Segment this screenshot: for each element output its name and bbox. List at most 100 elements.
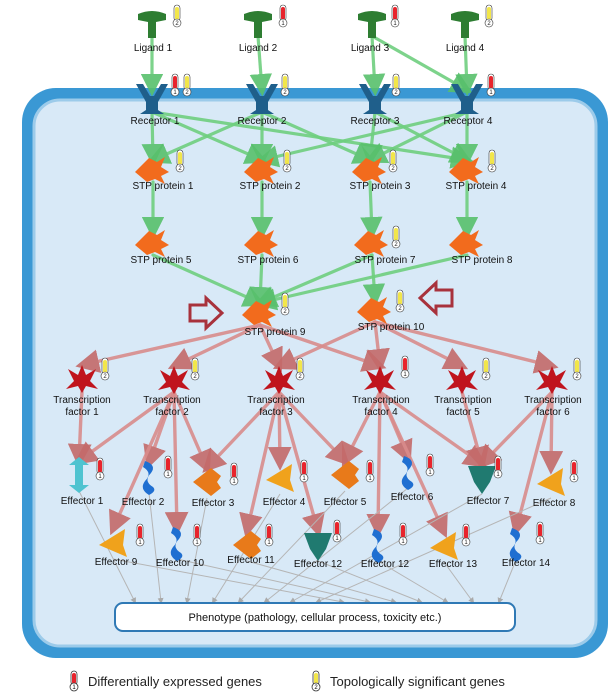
regulation-edge: [477, 390, 554, 469]
svg-text:2: 2: [185, 90, 189, 96]
effector-icon: [401, 456, 414, 490]
stp-protein-icon: [352, 157, 386, 184]
stp-row1-labels: STP protein 1 STP protein 2 STP protein …: [133, 181, 507, 192]
phenotype-edge: [184, 497, 208, 604]
stp-label: STP protein 5: [131, 255, 192, 266]
stp-protein-icon: [135, 230, 169, 257]
ligand-icon: [451, 11, 479, 38]
yellow-thermometer-icon: 2: [172, 4, 182, 28]
regulation-edge: [164, 390, 189, 536]
svg-text:2: 2: [391, 166, 395, 172]
red-thermometer-icon: 1: [332, 519, 342, 543]
receptor-label: Receptor 2: [238, 116, 287, 127]
activation-edge: [151, 253, 266, 307]
svg-text:1: 1: [464, 540, 468, 546]
svg-text:1: 1: [403, 372, 407, 378]
effector-row2-labels: Effector 9 Effector 10 Effector 11 Effec…: [95, 555, 551, 570]
svg-text:2: 2: [298, 374, 302, 380]
activation-edge: [150, 110, 474, 169]
svg-text:2: 2: [285, 166, 289, 172]
svg-text:1: 1: [267, 540, 271, 546]
svg-text:1: 1: [98, 474, 102, 480]
regulation-edge: [172, 390, 212, 475]
red-thermometer-icon: 1: [493, 455, 503, 479]
red-thermometer-icon: 1: [135, 523, 145, 547]
svg-text:2: 2: [487, 21, 491, 27]
red-thermometer-icon: 1: [486, 73, 496, 97]
red-thermometer-icon: 1: [299, 459, 309, 483]
red-thermometer-icon: 1: [390, 4, 400, 28]
stp-protein-icon: [244, 157, 278, 184]
receptor-label: Receptor 4: [444, 116, 493, 127]
regulation-edge: [272, 320, 377, 370]
red-thermometer-icon: 1: [264, 523, 274, 547]
yellow-thermometer-icon: 2: [391, 73, 401, 97]
svg-text:2: 2: [394, 90, 398, 96]
effector-icon: [430, 532, 458, 560]
effector-label: Effector 9: [95, 557, 138, 568]
yellow-thermometer-icon: 2: [295, 357, 305, 381]
stp-protein-icon: [242, 300, 276, 327]
svg-text:1: 1: [496, 472, 500, 478]
regulation-edge: [373, 320, 559, 374]
yellow-thermometer-icon: 2: [182, 73, 192, 97]
yellow-thermometer-icon: 2: [280, 292, 290, 316]
stp-protein-icon: [135, 157, 169, 184]
transcription-factor-icon: [66, 365, 98, 393]
regulation-edge: [239, 390, 281, 538]
effector-row1-labels: Effector 1 Effector 2 Effector 3 Effecto…: [61, 492, 576, 509]
legend-de-label: Differentially expressed genes: [88, 673, 262, 689]
red-regulation-edges: [67, 320, 564, 539]
activation-edge: [147, 110, 264, 164]
activation-edge: [254, 253, 374, 307]
svg-text:1: 1: [232, 479, 236, 485]
receptor-labels: Receptor 1 Receptor 2 Receptor 3 Recepto…: [131, 116, 493, 127]
activation-edge: [370, 34, 473, 94]
ligand-labels: Ligand 1 Ligand 2 Ligand 3 Ligand 4: [134, 43, 485, 54]
svg-text:1: 1: [489, 90, 493, 96]
phenotype-edge: [246, 560, 397, 604]
regulation-edge: [75, 323, 262, 373]
yellow-thermometer-icon: 2: [484, 4, 494, 28]
svg-text:2: 2: [283, 309, 287, 315]
effector-icon: [266, 464, 294, 492]
receptor-label: Receptor 3: [351, 116, 400, 127]
legend-item-de: 1 Differentially expressed genes: [68, 670, 262, 692]
svg-text:1: 1: [173, 90, 177, 96]
red-thermometer-icon: 1: [278, 4, 288, 28]
regulation-edge: [341, 390, 382, 468]
yellow-thermometer-icon: 2: [388, 149, 398, 173]
red-thermometer-icon: 1: [398, 522, 408, 546]
phenotype-edge: [148, 492, 164, 604]
effector-label: Effector 2: [122, 497, 165, 508]
phenotype-edge: [112, 558, 345, 605]
svg-text:2: 2: [103, 374, 107, 380]
hollow-arrow-left: [188, 294, 225, 332]
phenotype-edge: [317, 560, 423, 604]
svg-text:2: 2: [490, 166, 494, 172]
regulation-edge: [378, 390, 448, 539]
ligand-label: Ligand 3: [351, 43, 390, 54]
effector-icon: [371, 529, 384, 563]
stp-label: STP protein 8: [452, 255, 513, 266]
regulation-edge: [202, 390, 281, 473]
effector-label: Effector 1: [61, 496, 104, 507]
effector-label: Effector 13: [429, 559, 478, 570]
regulation-edge: [539, 390, 564, 475]
phenotype-edge: [289, 493, 483, 603]
ligand-icon: [244, 11, 272, 38]
red-thermometer-icon: 1: [535, 521, 545, 545]
effector-icon: [193, 468, 221, 496]
activation-edge: [360, 180, 383, 240]
svg-text:1: 1: [368, 476, 372, 482]
regulation-edge: [366, 390, 391, 538]
stp-label: STP protein 1: [133, 181, 194, 192]
stp-label: STP protein 6: [238, 255, 299, 266]
red-thermometer-icon: 1: [229, 462, 239, 486]
transcription-factor-icon: [536, 366, 568, 394]
regulation-edge: [366, 320, 390, 373]
red-thermometer-icon: 1: [569, 459, 579, 483]
stp-protein-icon: [354, 230, 388, 257]
